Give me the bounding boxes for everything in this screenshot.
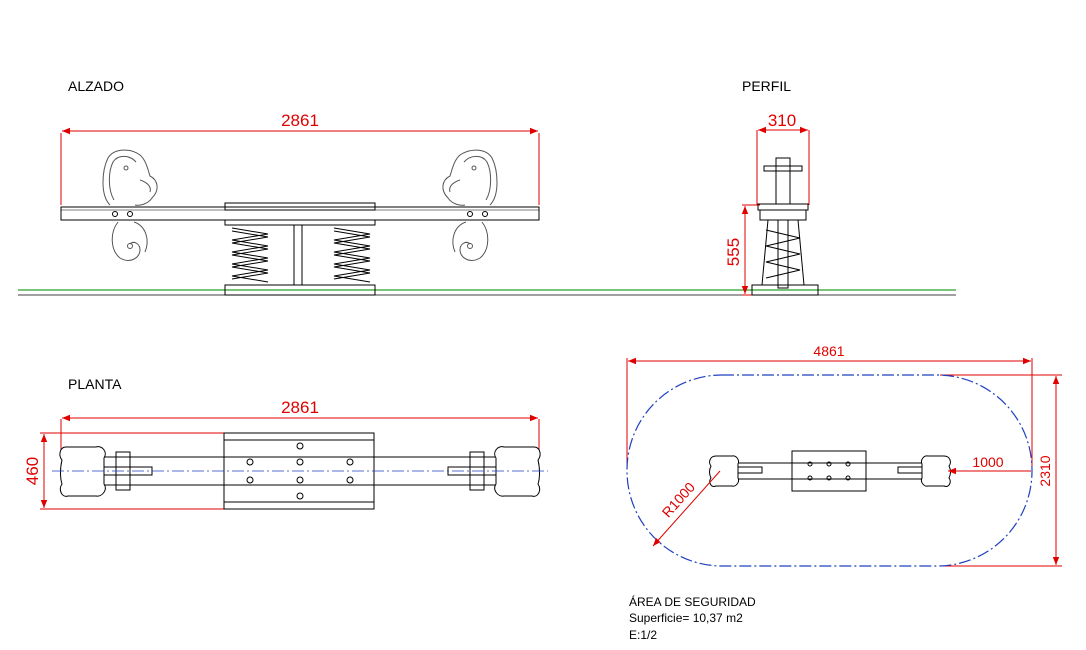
plan-length-dimension: 2861 — [60, 398, 540, 450]
profile-width-dimension: 310 — [756, 111, 810, 205]
safety-area-outline — [626, 374, 1033, 567]
plan-length-label: 2861 — [281, 398, 319, 417]
profile-view: PERFIL 310 555 — [724, 78, 819, 296]
profile-width-label: 310 — [768, 111, 796, 130]
plan-view: PLANTA 2861 460 — [23, 376, 548, 510]
safety-width-dimension: 2310 — [940, 374, 1062, 567]
elevation-length-label: 2861 — [281, 111, 319, 130]
safety-radius-label: R1000 — [659, 479, 699, 521]
central-spring-base — [224, 202, 376, 296]
safety-width-label: 2310 — [1037, 455, 1053, 486]
right-seat-figure — [442, 149, 498, 261]
elevation-title: ALZADO — [68, 78, 124, 94]
elevation-view: ALZADO 2861 — [18, 78, 956, 296]
plan-width-label: 460 — [23, 457, 42, 485]
profile-title: PERFIL — [742, 78, 791, 94]
left-seat-figure — [102, 149, 158, 261]
profile-height-label: 555 — [724, 238, 743, 266]
profile-structure — [751, 157, 819, 296]
safety-notes-scale: E:1/2 — [629, 628, 657, 642]
plan-title: PLANTA — [68, 376, 122, 392]
safety-seesaw-footprint — [709, 450, 951, 492]
safety-notes: ÁREA DE SEGURIDAD Superficie= 10,37 m2 E… — [629, 594, 756, 642]
safety-notes-area: Superficie= 10,37 m2 — [629, 611, 743, 625]
safety-clearance-label: 1000 — [972, 454, 1003, 470]
safety-length-label: 4861 — [813, 343, 844, 359]
safety-length-dimension: 4861 — [626, 343, 1033, 468]
safety-notes-title: ÁREA DE SEGURIDAD — [629, 594, 756, 609]
safety-radius-dimension: R1000 — [652, 470, 721, 547]
safety-clearance-dimension: 1000 — [948, 454, 1031, 475]
safety-area-view: 4861 2310 1000 R1000 — [626, 343, 1062, 567]
profile-height-dimension: 555 — [724, 204, 760, 296]
elevation-length-dimension: 2861 — [60, 111, 540, 205]
plan-width-dimension: 460 — [23, 432, 230, 510]
